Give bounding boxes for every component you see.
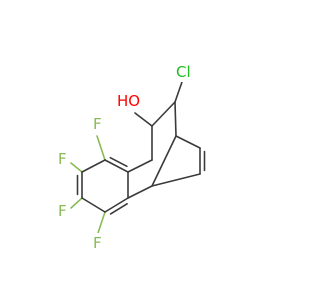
bond-to-fluorine-2 xyxy=(70,162,83,173)
structure-canvas: HO Cl F F F F xyxy=(57,62,206,253)
bond-chcl-to-right-bridgehead xyxy=(174,101,177,137)
molecule-structure: HO Cl F F F F xyxy=(57,62,206,253)
bond-alkene-to-lower-bridgehead xyxy=(151,173,201,187)
hydroxyl-label: HO xyxy=(117,92,140,110)
bond-to-fluorine-3 xyxy=(70,197,83,209)
label-background xyxy=(57,201,68,221)
bond-to-hydroxyl xyxy=(134,112,153,127)
ring-double-bond-3 xyxy=(109,156,128,168)
fluorine-label-4: F xyxy=(93,234,102,252)
bond-right-bridgehead-to-lower xyxy=(151,135,177,187)
label-background xyxy=(92,233,103,253)
label-background xyxy=(175,62,192,82)
bond-to-fluorine-4 xyxy=(96,211,106,237)
fluorine-label-1: F xyxy=(93,115,102,133)
bond-ring-to-upper-bridgehead xyxy=(127,159,153,173)
fluorine-label-3: F xyxy=(58,202,67,220)
ring-bond-1 xyxy=(81,159,106,173)
bond-to-chlorine xyxy=(174,81,183,103)
label-background xyxy=(57,149,68,169)
ring-bond-4 xyxy=(104,197,129,213)
chlorine-label: Cl xyxy=(176,63,191,81)
label-background xyxy=(92,114,103,134)
ring-double-bond-2 xyxy=(109,203,128,215)
label-background xyxy=(116,91,142,111)
bond-choh-to-chcl xyxy=(151,101,176,127)
ring-bond-3 xyxy=(81,197,106,213)
bond-right-bridgehead-to-alkene xyxy=(175,135,201,149)
bond-to-fluorine-1 xyxy=(96,135,106,161)
fluorine-label-2: F xyxy=(58,150,67,168)
ring-bond-6 xyxy=(104,159,129,173)
bond-ring-to-lower-bridgehead xyxy=(127,185,153,199)
